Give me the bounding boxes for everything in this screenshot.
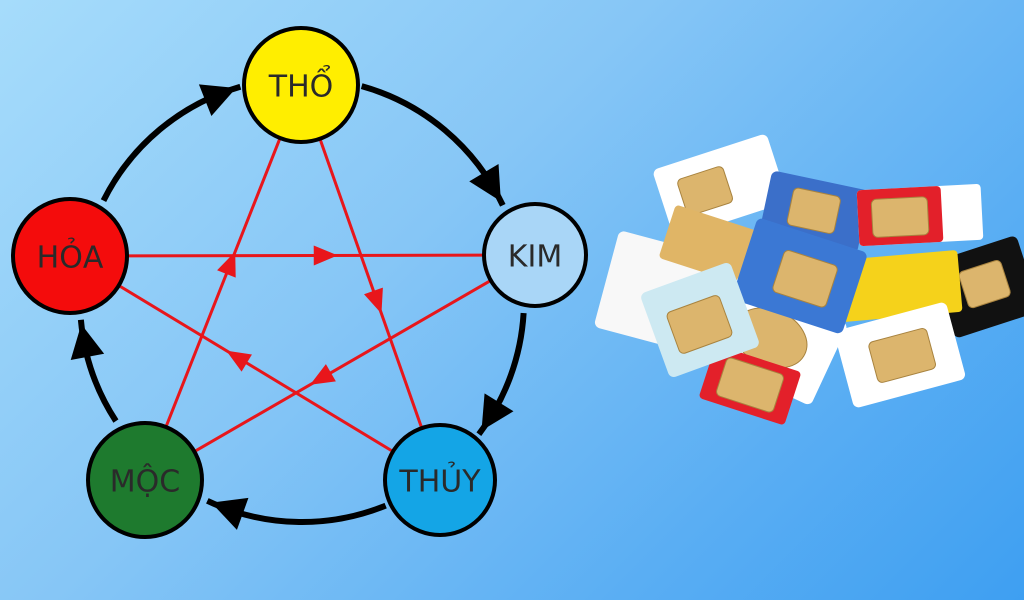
sim-card [732,218,867,334]
sim-card [837,250,963,322]
element-node-thuy: THỦY [383,423,497,537]
sim-card [659,205,761,285]
element-label: MỘC [110,463,180,500]
arrowhead-icon [211,497,249,530]
arrowhead-icon [364,287,383,314]
arrowhead-icon [70,324,105,361]
element-node-moc: MỘC [86,421,204,539]
element-label: KIM [508,240,562,275]
arrowhead-icon [469,164,501,202]
arrowhead-icon [217,251,236,278]
controlling-arrow [117,284,394,453]
arrowhead-icon [313,245,338,266]
controlling-arrow [126,253,485,258]
controlling-arrow [193,279,492,453]
arrowhead-icon [310,364,336,385]
arrowhead-icon [481,393,514,431]
controlling-cycle [117,137,492,453]
five-elements-diagram: THỔ KIM THỦY MỘC HỎA [11,26,588,539]
element-label: THỦY [398,460,481,500]
element-node-kim: KIM [482,202,588,308]
arrowhead-icon [198,84,237,117]
arrowhead-icon [226,350,252,372]
sim-card [856,183,984,247]
element-label: THỔ [268,64,334,105]
sim-card [641,262,759,378]
element-node-tho: THỔ [242,26,360,144]
controlling-arrow [318,138,424,429]
sim-card [699,345,801,425]
element-node-hoa: HỎA [11,197,129,315]
controlling-arrow [164,137,282,428]
element-label: HỎA [37,236,104,276]
element-nodes: THỔ KIM THỦY MỘC HỎA [11,26,588,539]
generating-cycle [70,83,527,530]
sim-card [834,302,966,408]
sim-card [932,236,1024,338]
